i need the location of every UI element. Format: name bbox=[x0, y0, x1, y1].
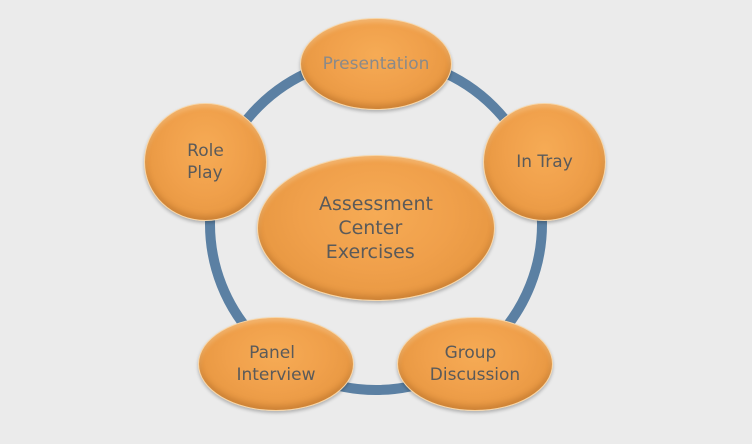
node-role-play-label-line-1: Role bbox=[187, 141, 224, 161]
node-panel-interview-label-line-2: Interview bbox=[236, 365, 316, 385]
node-in-tray-label: In Tray bbox=[516, 152, 573, 172]
node-presentation: Presentation bbox=[300, 18, 452, 110]
node-group-discussion-label-line-2: Discussion bbox=[429, 365, 521, 385]
center-label-line-2: Center bbox=[338, 217, 403, 239]
node-presentation-label: Presentation bbox=[322, 54, 430, 74]
node-group-discussion-label-line-1: Group bbox=[444, 343, 497, 363]
center-label-line-1: Assessment bbox=[319, 193, 433, 215]
center-node-assessment-center-exercises: Assessment Center Exercises bbox=[257, 155, 495, 301]
node-panel-interview-label-line-1: Panel bbox=[249, 343, 295, 363]
center-label-line-3: Exercises bbox=[325, 241, 415, 263]
node-panel-interview: Panel Interview bbox=[198, 317, 354, 411]
node-group-discussion: Group Discussion bbox=[397, 317, 553, 411]
node-role-play-label-line-2: Play bbox=[187, 163, 223, 183]
node-role-play: Role Play bbox=[144, 103, 267, 221]
node-in-tray: In Tray bbox=[483, 103, 606, 221]
